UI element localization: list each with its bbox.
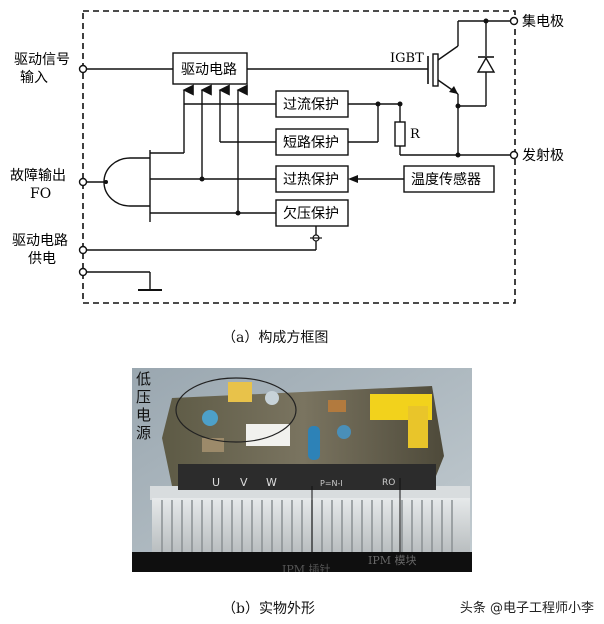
pin-v: V [240,476,248,489]
emitter-label: 发射极 [522,148,564,164]
drive-signal-label-2: 输入 [20,70,48,86]
or-gate [103,150,151,222]
low-voltage-highlight [175,377,297,443]
watermark: 头条 @电子工程师小李 [459,601,594,616]
pin-ro: RO [382,478,396,488]
overheat-label: 过热保护 [283,172,339,188]
pin-pn: P=N-I [320,479,343,488]
pin-u: U [212,476,221,489]
temp-sensor-box [403,165,495,193]
module-boundary [82,10,516,304]
fault-label-1: 故障输出 [10,168,66,184]
block-diagram: 驱动信号 输入 故障输出 FO 驱动电路 供电 集电极 发射极 驱动电路 过流保… [10,10,564,304]
emitter-terminal [509,150,519,160]
temp-sensor-label: 温度传感器 [411,171,481,188]
collector-label: 集电极 [522,13,564,30]
collector-terminal [509,16,519,26]
supply-terminal [78,245,88,255]
low-voltage-label: 低 压 电 源 [136,370,152,442]
caption-b: （b）实物外形 [222,601,315,617]
ipm-module-label: IPM 模块 [368,554,417,567]
resistor-label: R [410,127,421,142]
fault-terminal [78,177,88,187]
pin-w: W [266,476,277,489]
fault-label-2: FO [30,186,51,202]
ipm-pin-label: IPM 插针 [282,563,331,572]
drive-circuit-label: 驱动电路 [181,62,237,78]
overcurrent-label: 过流保护 [283,97,339,113]
module-photo: 低 压 电 源 U V W P=N-I RO IPM 模块 IPM 插针 [132,368,472,572]
resistor [394,121,406,147]
short-circuit-label: 短路保护 [283,135,339,151]
supply-label-1: 驱动电路 [12,233,68,249]
igbt-label: IGBT [390,51,424,66]
undervoltage-box [275,199,349,227]
ground-terminal [78,267,88,277]
supply-label-2: 供电 [28,251,56,267]
undervoltage-label: 欠压保护 [283,206,339,222]
ipm-module-body [178,464,436,490]
drive-signal-label-1: 驱动信号 [14,52,70,68]
heatsink-fins [152,498,470,552]
caption-a: （a）构成方框图 [222,330,329,346]
drive-signal-terminal [78,64,88,74]
